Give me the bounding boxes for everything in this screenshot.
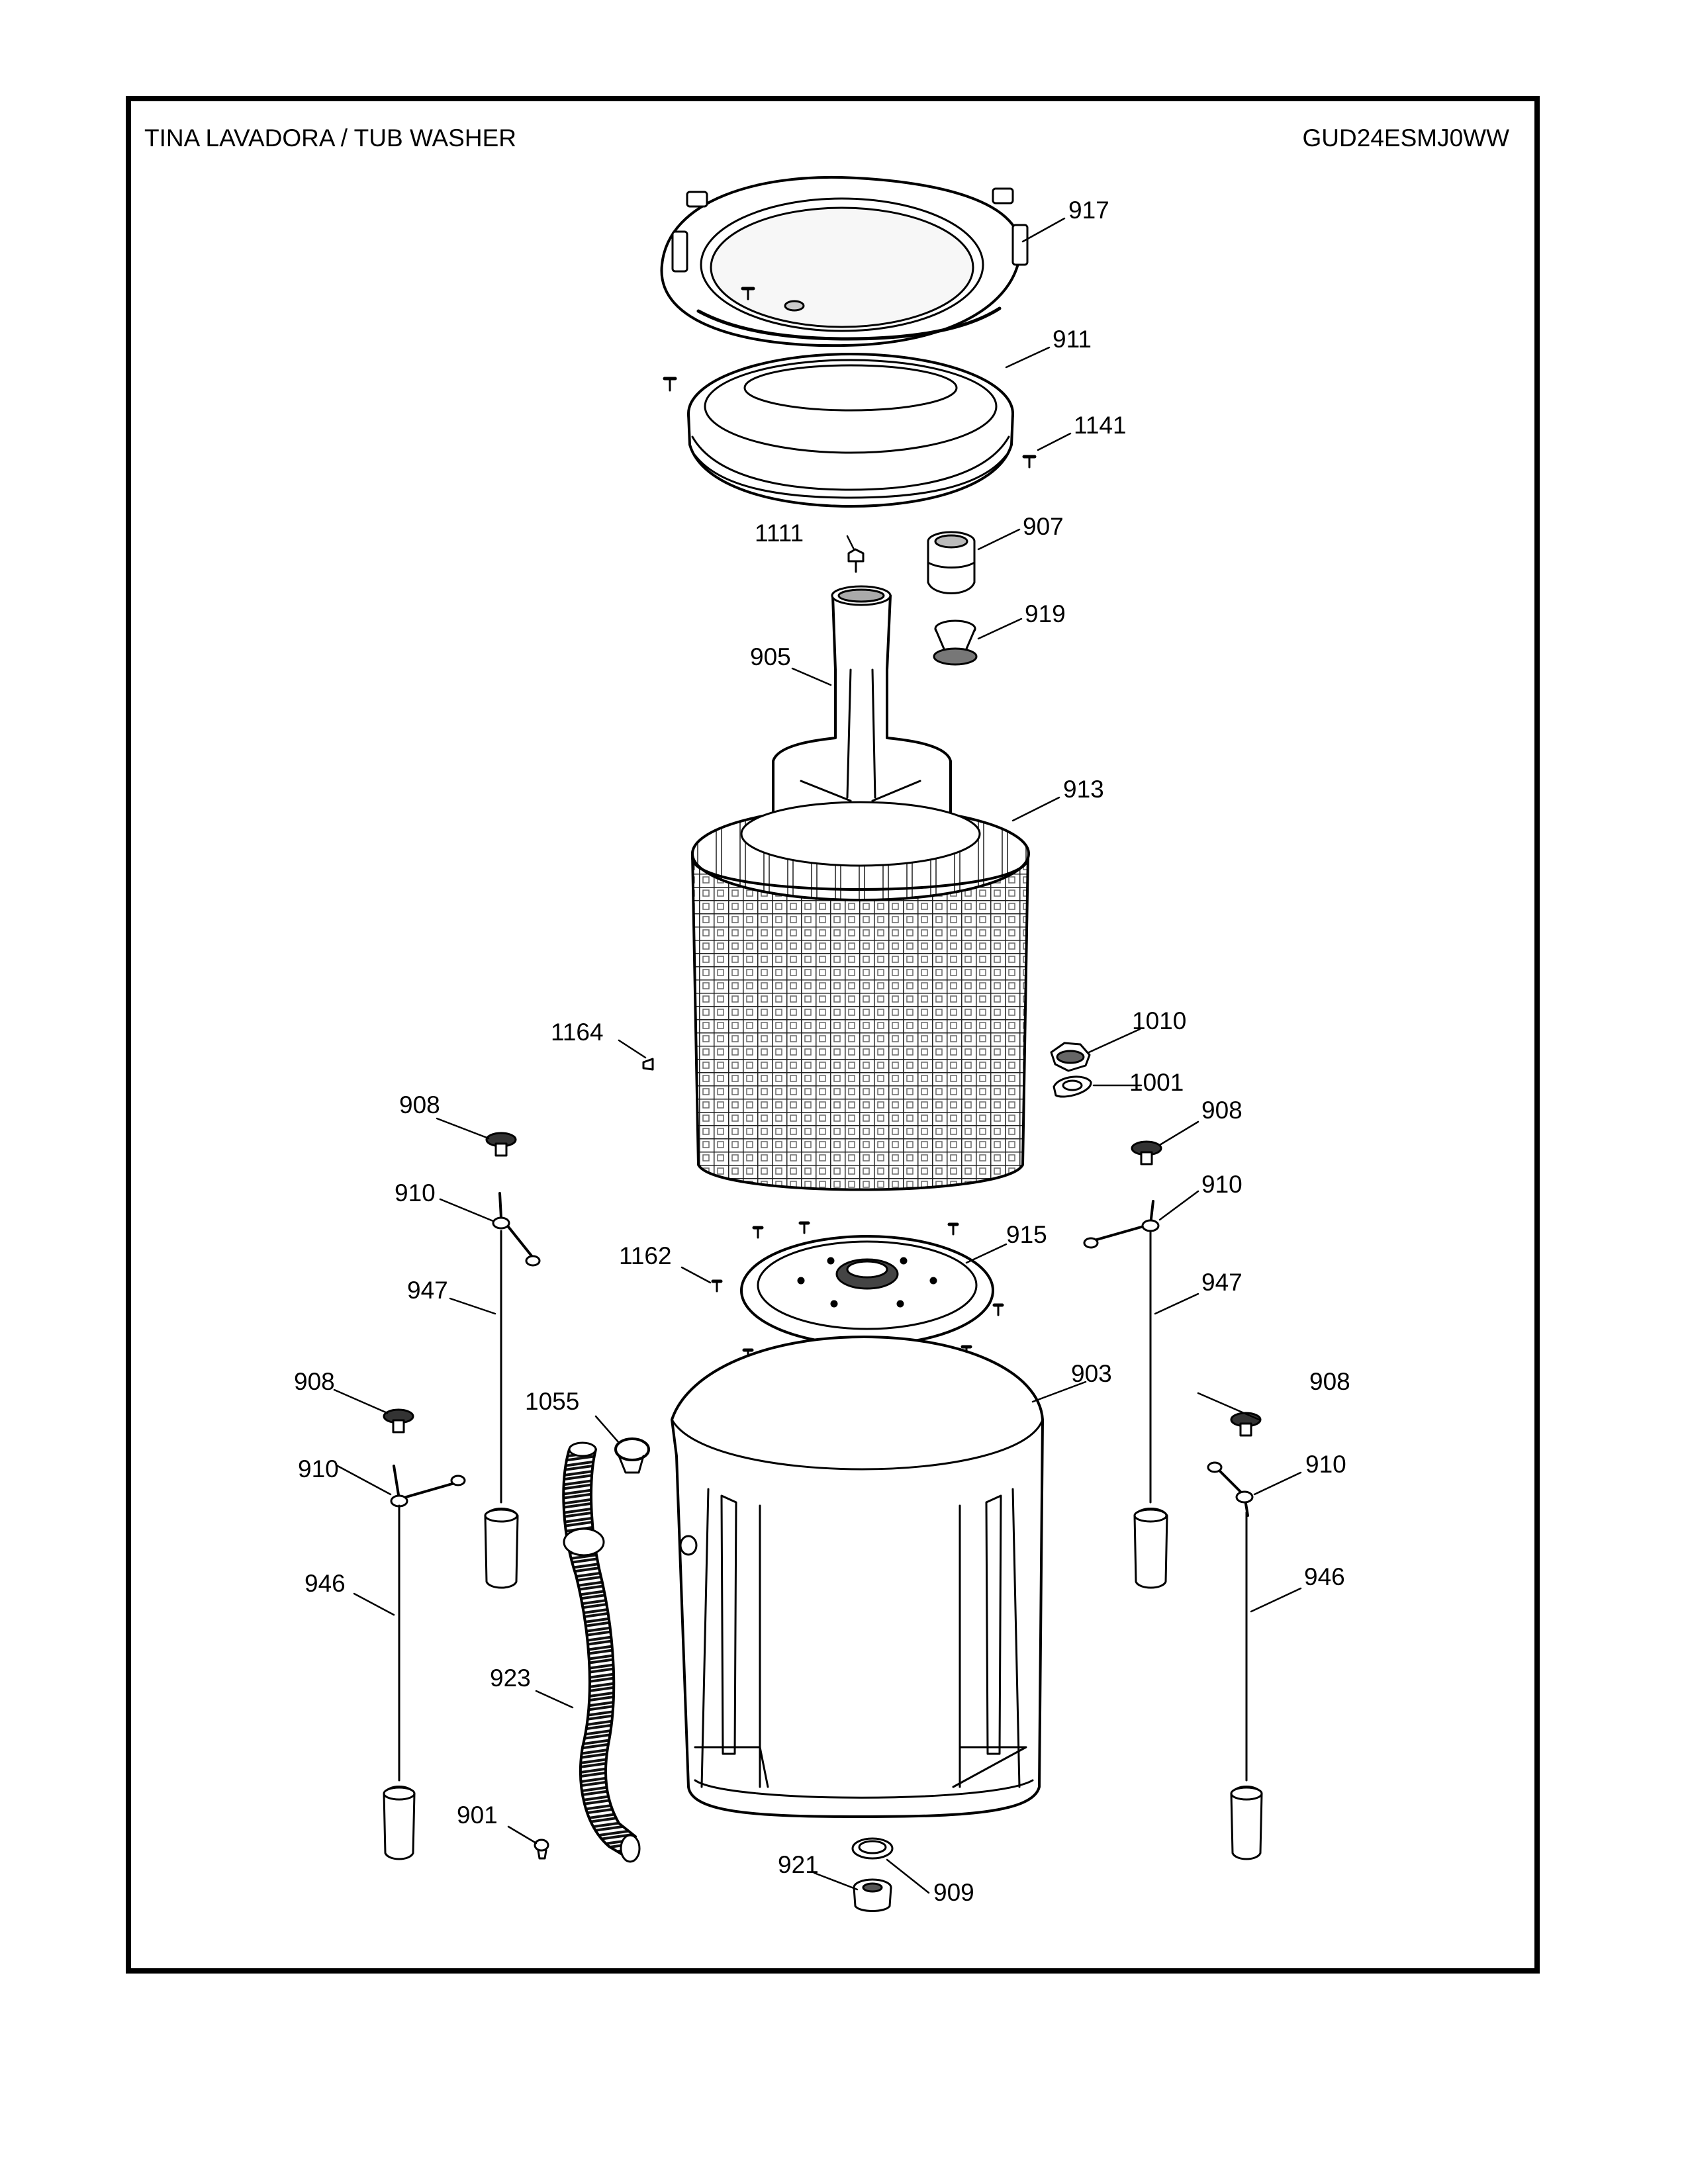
clip-icon	[534, 1839, 549, 1860]
outer-tub-903	[671, 1336, 1044, 1818]
callout-911: 911	[1053, 326, 1092, 353]
callout-923: 923	[490, 1664, 531, 1692]
screw-icon	[947, 1222, 959, 1236]
hanger-bracket-910	[390, 1465, 466, 1508]
screw-icon	[642, 1058, 654, 1071]
callout-946-left: 946	[305, 1570, 346, 1597]
damper-cap-908	[1131, 1140, 1162, 1165]
callout-1001: 1001	[1129, 1069, 1184, 1096]
callout-1111: 1111	[755, 520, 804, 547]
callout-947-right: 947	[1201, 1269, 1243, 1296]
callout-908-lower-left: 908	[294, 1368, 335, 1395]
callout-905: 905	[750, 643, 791, 670]
callout-946-right: 946	[1304, 1563, 1345, 1590]
hub-flange-915	[740, 1235, 994, 1346]
screw-icon	[992, 1303, 1004, 1316]
washer-1001	[1053, 1075, 1092, 1098]
callout-917: 917	[1068, 197, 1109, 224]
callout-910-lower-left: 910	[298, 1455, 339, 1482]
diagram-frame	[126, 96, 1540, 1974]
suspension-rod-947	[484, 1230, 519, 1589]
cone-919	[933, 619, 978, 666]
callout-907: 907	[1023, 513, 1064, 540]
hanger-bracket-910	[1207, 1461, 1254, 1517]
bolt-icon	[847, 548, 865, 573]
tub-cover-917	[660, 175, 1029, 347]
screw-icon	[1022, 455, 1037, 469]
callout-1164: 1164	[551, 1019, 604, 1046]
damper-cap-908	[1230, 1412, 1262, 1437]
ring-909	[851, 1837, 894, 1860]
callout-910-lower-right: 910	[1305, 1451, 1346, 1478]
hex-nut-1010	[1050, 1042, 1091, 1072]
callout-labels: 917 911 1141 1111 907 919 905 913 1164 1…	[294, 197, 1350, 1906]
hose-clamp-1055	[614, 1437, 650, 1474]
callout-1010: 1010	[1132, 1007, 1186, 1034]
bushing-921	[853, 1878, 892, 1912]
model-number: GUD24ESMJ0WW	[1302, 124, 1509, 152]
callout-921: 921	[778, 1851, 819, 1878]
suspension-rod-946	[1230, 1511, 1263, 1860]
screw-icon	[752, 1226, 764, 1239]
callout-910-upper-left: 910	[395, 1179, 436, 1206]
diagram-title: TINA LAVADORA / TUB WASHER	[144, 124, 516, 152]
hanger-bracket-910	[492, 1192, 541, 1267]
hanger-bracket-910	[1083, 1200, 1160, 1249]
callout-910-upper-right: 910	[1201, 1171, 1243, 1198]
callout-919: 919	[1025, 600, 1066, 627]
callout-1141: 1141	[1074, 412, 1127, 439]
agitator-905	[772, 585, 952, 835]
drain-hose-923	[562, 1441, 641, 1863]
callout-908-lower-right: 908	[1309, 1368, 1350, 1395]
callout-1055: 1055	[525, 1388, 579, 1415]
agitator-cap-907	[927, 531, 976, 594]
wash-basket-913	[691, 801, 1030, 1191]
callout-1162: 1162	[619, 1242, 672, 1269]
callout-915: 915	[1006, 1221, 1047, 1248]
screw-icon	[711, 1279, 723, 1293]
screw-icon	[741, 287, 755, 300]
suspension-rod-946	[383, 1504, 416, 1860]
callout-913: 913	[1063, 776, 1104, 803]
callout-908-upper-left: 908	[399, 1091, 440, 1118]
damper-cap-908	[383, 1408, 414, 1433]
damper-cap-908	[485, 1132, 517, 1157]
suspension-rod-947	[1133, 1231, 1168, 1589]
callout-903: 903	[1071, 1360, 1112, 1387]
screw-icon	[798, 1221, 810, 1234]
screw-icon	[663, 377, 677, 392]
callout-947-left: 947	[407, 1277, 448, 1304]
callout-901: 901	[457, 1801, 498, 1829]
leader-lines	[333, 217, 1302, 1894]
callout-908-upper-right: 908	[1201, 1097, 1243, 1124]
balance-ring-911	[687, 353, 1014, 508]
callout-909: 909	[933, 1879, 974, 1906]
